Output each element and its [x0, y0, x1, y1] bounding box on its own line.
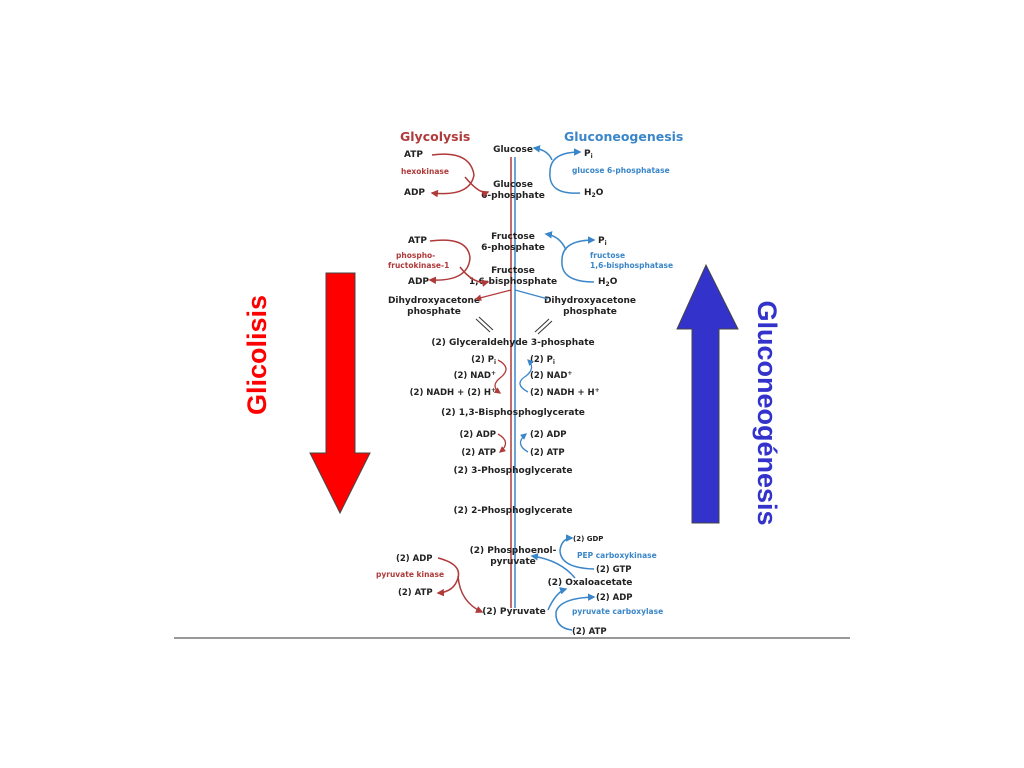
- metabolite-g6p-line1: Glucose: [493, 180, 533, 190]
- enzyme-pfk-line2: fructokinase-1: [388, 261, 449, 270]
- pgk-blue-arc: [519, 433, 529, 453]
- metabolite-bpg: (2) 1,3-Bisphosphoglycerate: [441, 408, 585, 418]
- fbpase-to-f6p: [544, 231, 567, 251]
- pgk-adp-left: (2) ADP: [459, 430, 496, 440]
- pc-adp: (2) ADP: [596, 593, 633, 603]
- dhap-left-equilibrium-a: [475, 318, 491, 333]
- pfk-to-f16bp: [459, 266, 490, 287]
- metabolite-dhap-right-line1: Dihydroxyacetone: [544, 296, 636, 306]
- metabolite-dhap-left-line2: phosphate: [407, 307, 461, 317]
- metabolite-glucose: Glucose: [493, 145, 533, 155]
- pepck-arc: [559, 534, 595, 570]
- metabolite-pyruvate: (2) Pyruvate: [482, 607, 545, 617]
- label-gluconeogenesis: Gluconeogénesis: [752, 300, 782, 525]
- enzyme-pyruvate-carboxylase: pyruvate carboxylase: [572, 607, 663, 616]
- metabolite-gap: (2) Glyceraldehyde 3-phosphate: [431, 338, 594, 348]
- gapdh-nad-right: (2) NAD+: [530, 370, 572, 381]
- gapdh-pi-left: (2) Pi: [471, 355, 496, 366]
- pgk-adp-right: (2) ADP: [530, 430, 567, 440]
- enzyme-pepck: PEP carboxykinase: [577, 551, 657, 560]
- g6pase-to-glucose: [532, 145, 553, 161]
- hexokinase-to-g6p: [464, 176, 490, 198]
- pepck-gdp: (2) GDP: [573, 535, 603, 543]
- pgk-atp-left: (2) ATP: [461, 448, 496, 458]
- g6pase-pi: Pi: [584, 149, 593, 160]
- dhap-right-equilibrium-b: [537, 320, 553, 335]
- metabolite-dhap-left-line1: Dihydroxyacetone: [388, 296, 480, 306]
- metabolite-3pg: (2) 3-Phosphoglycerate: [454, 466, 573, 476]
- header-glycolysis: Glycolysis: [400, 129, 470, 144]
- oaa-to-pep: [530, 553, 576, 579]
- metabolite-f6p-line2: 6-phosphate: [481, 243, 545, 253]
- pep-to-pyruvate: [457, 575, 484, 613]
- gapdh-blue-arc: [519, 359, 534, 393]
- metabolite-pep-line2: pyruvate: [490, 557, 536, 567]
- gapdh-red-arc: [493, 359, 507, 394]
- enzyme-pfk-line1: phospho-: [396, 251, 435, 260]
- hexokinase-adp: ADP: [404, 188, 425, 198]
- metabolite-oaa: (2) Oxaloacetate: [548, 578, 633, 588]
- f16bp-split-right: [514, 289, 549, 300]
- enzyme-hexokinase: hexokinase: [401, 167, 449, 176]
- gapdh-nadh-left: (2) NADH + (2) H+: [410, 387, 496, 398]
- header-gluconeogenesis: Gluconeogenesis: [564, 129, 683, 144]
- pfk-atp: ATP: [408, 236, 427, 246]
- pyruvate-to-oaa: [547, 587, 568, 611]
- dhap-right-equilibrium-a: [534, 318, 550, 333]
- dhap-left-equilibrium-b: [478, 316, 494, 331]
- fbpase-pi: Pi: [598, 236, 607, 247]
- pk-atp: (2) ATP: [398, 588, 433, 598]
- label-glicolisis: Glicolisis: [242, 295, 272, 415]
- g6pase-arc: [549, 148, 582, 194]
- enzyme-pyruvate-kinase: pyruvate kinase: [376, 570, 444, 579]
- gluconeogenesis-up-arrow: [676, 263, 739, 524]
- metabolite-f6p-line1: Fructose: [491, 232, 535, 242]
- g6pase-h2o: H2O: [584, 188, 604, 199]
- pgk-red-arc: [497, 433, 507, 453]
- glycolysis-down-arrow: [309, 272, 371, 515]
- pgk-atp-right: (2) ATP: [530, 448, 565, 458]
- pc-atp: (2) ATP: [572, 627, 607, 637]
- enzyme-fbpase-line1: fructose: [590, 251, 625, 260]
- pepck-gtp: (2) GTP: [596, 565, 632, 575]
- gapdh-nadh-right: (2) NADH + H+: [530, 387, 600, 398]
- gapdh-nad-left: (2) NAD+: [454, 370, 496, 381]
- metabolite-f16bp-line2: 1,6-bisphosphate: [469, 277, 557, 287]
- pfk-arc: [428, 239, 471, 285]
- pk-adp: (2) ADP: [396, 554, 433, 564]
- f16bp-split-left: [474, 289, 512, 301]
- fbpase-arc: [561, 236, 596, 283]
- enzyme-fbpase-line2: 1,6-bisphosphatase: [590, 261, 673, 270]
- gapdh-pi-right: (2) Pi: [530, 355, 555, 366]
- metabolite-g6p-line2: 6-phosphate: [481, 191, 545, 201]
- pfk-adp: ADP: [408, 277, 429, 287]
- enzyme-glucose-6-phosphatase: glucose 6-phosphatase: [572, 166, 670, 175]
- metabolite-2pg: (2) 2-Phosphoglycerate: [454, 506, 573, 516]
- fbpase-h2o: H2O: [598, 277, 618, 288]
- metabolite-pep-line1: (2) Phosphoenol-: [470, 546, 557, 556]
- metabolite-f16bp-line1: Fructose: [491, 266, 535, 276]
- hexokinase-atp: ATP: [404, 150, 423, 160]
- pc-arc: [555, 593, 596, 631]
- hexokinase-arc: [430, 153, 475, 198]
- metabolite-dhap-right-line2: phosphate: [563, 307, 617, 317]
